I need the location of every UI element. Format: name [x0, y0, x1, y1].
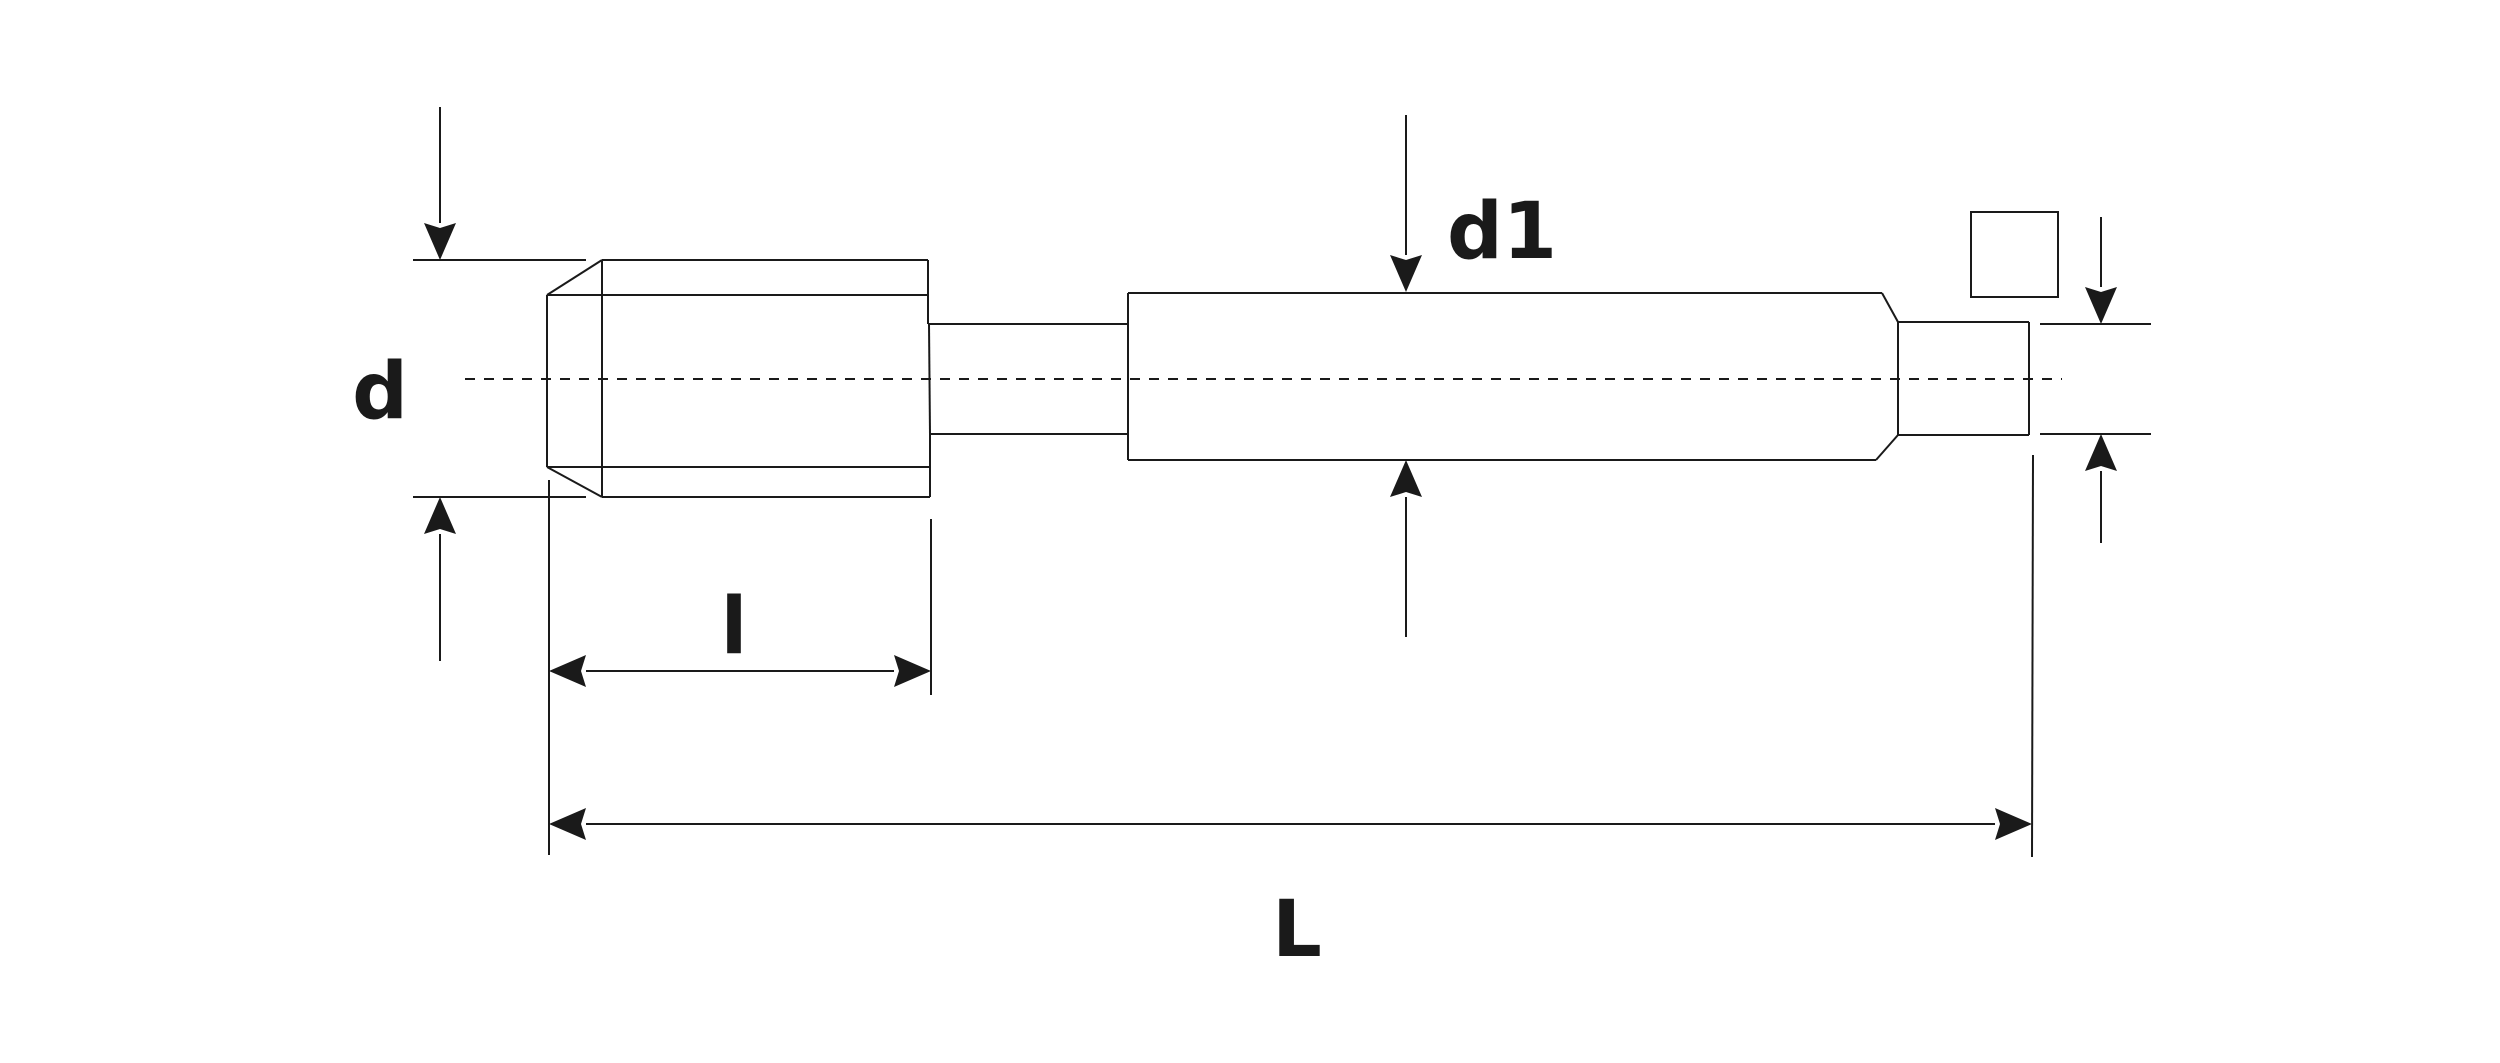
arrowhead-l-right — [894, 655, 931, 687]
arrowhead-L-left — [549, 808, 586, 840]
shank-section — [1127, 292, 1899, 461]
dimension-l — [548, 480, 932, 855]
threaded-section — [546, 259, 931, 498]
label-L: L — [1272, 885, 1322, 975]
square-drive-section — [1898, 321, 2030, 436]
arrowhead-square-top — [2085, 287, 2117, 324]
dimension-d1 — [1390, 115, 1422, 637]
dimension-square — [2040, 217, 2151, 543]
neck-section — [929, 323, 1128, 435]
dimension-L — [549, 454, 2034, 858]
dimension-d — [413, 107, 586, 661]
square-section-symbol — [1970, 211, 2059, 298]
label-d: d — [352, 347, 408, 437]
arrowhead-d-top — [424, 223, 456, 260]
arrowhead-d1-top — [1390, 255, 1422, 292]
arrowhead-square-bottom — [2085, 434, 2117, 471]
arrowhead-d-bottom — [424, 497, 456, 534]
arrowhead-l-left — [549, 655, 586, 687]
arrowhead-d1-bottom — [1390, 460, 1422, 497]
label-d1: d1 — [1447, 187, 1557, 277]
arrowhead-L-right — [1995, 808, 2032, 840]
label-l: l — [721, 582, 748, 672]
